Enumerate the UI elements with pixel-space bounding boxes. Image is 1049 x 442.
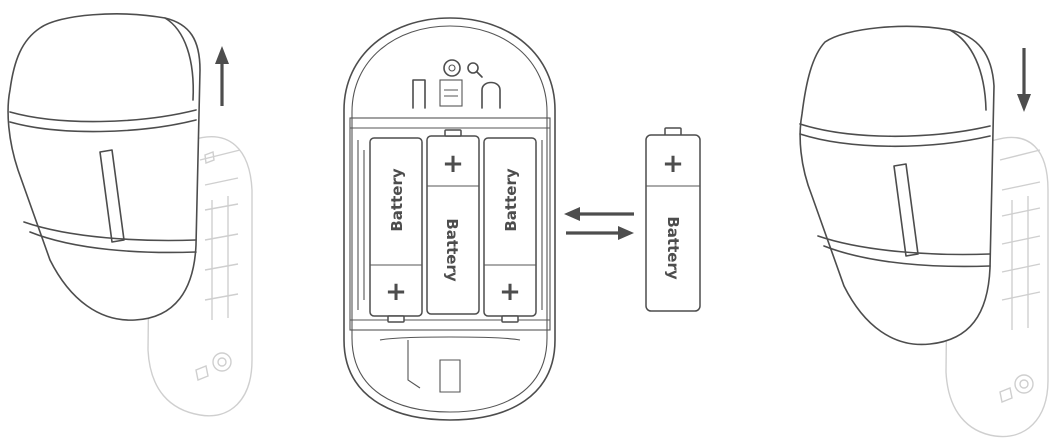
motion-sensor-left — [7, 13, 201, 321]
battery-3-plus-icon: + — [499, 277, 521, 307]
left-panel — [7, 13, 253, 417]
arrow-down-icon — [1017, 48, 1031, 112]
right-panel — [799, 25, 1049, 438]
spare-battery-label: Battery — [664, 216, 682, 279]
battery-3: Battery + — [483, 137, 537, 323]
center-panel: Battery + + Battery Battery + — [343, 17, 701, 421]
swap-arrows-icon — [564, 207, 634, 240]
battery-2-plus-icon: + — [442, 149, 464, 179]
spare-battery: + Battery — [645, 127, 701, 312]
arrow-up-icon — [215, 46, 229, 106]
battery-1-plus-icon: + — [385, 277, 407, 307]
battery-1: Battery + — [369, 137, 423, 323]
battery-3-label: Battery — [502, 168, 520, 231]
spare-battery-plus-icon: + — [662, 149, 684, 179]
battery-1-label: Battery — [388, 168, 406, 231]
battery-2-label: Battery — [443, 218, 461, 281]
motion-sensor-right — [799, 25, 995, 346]
battery-2: + Battery — [426, 129, 480, 315]
